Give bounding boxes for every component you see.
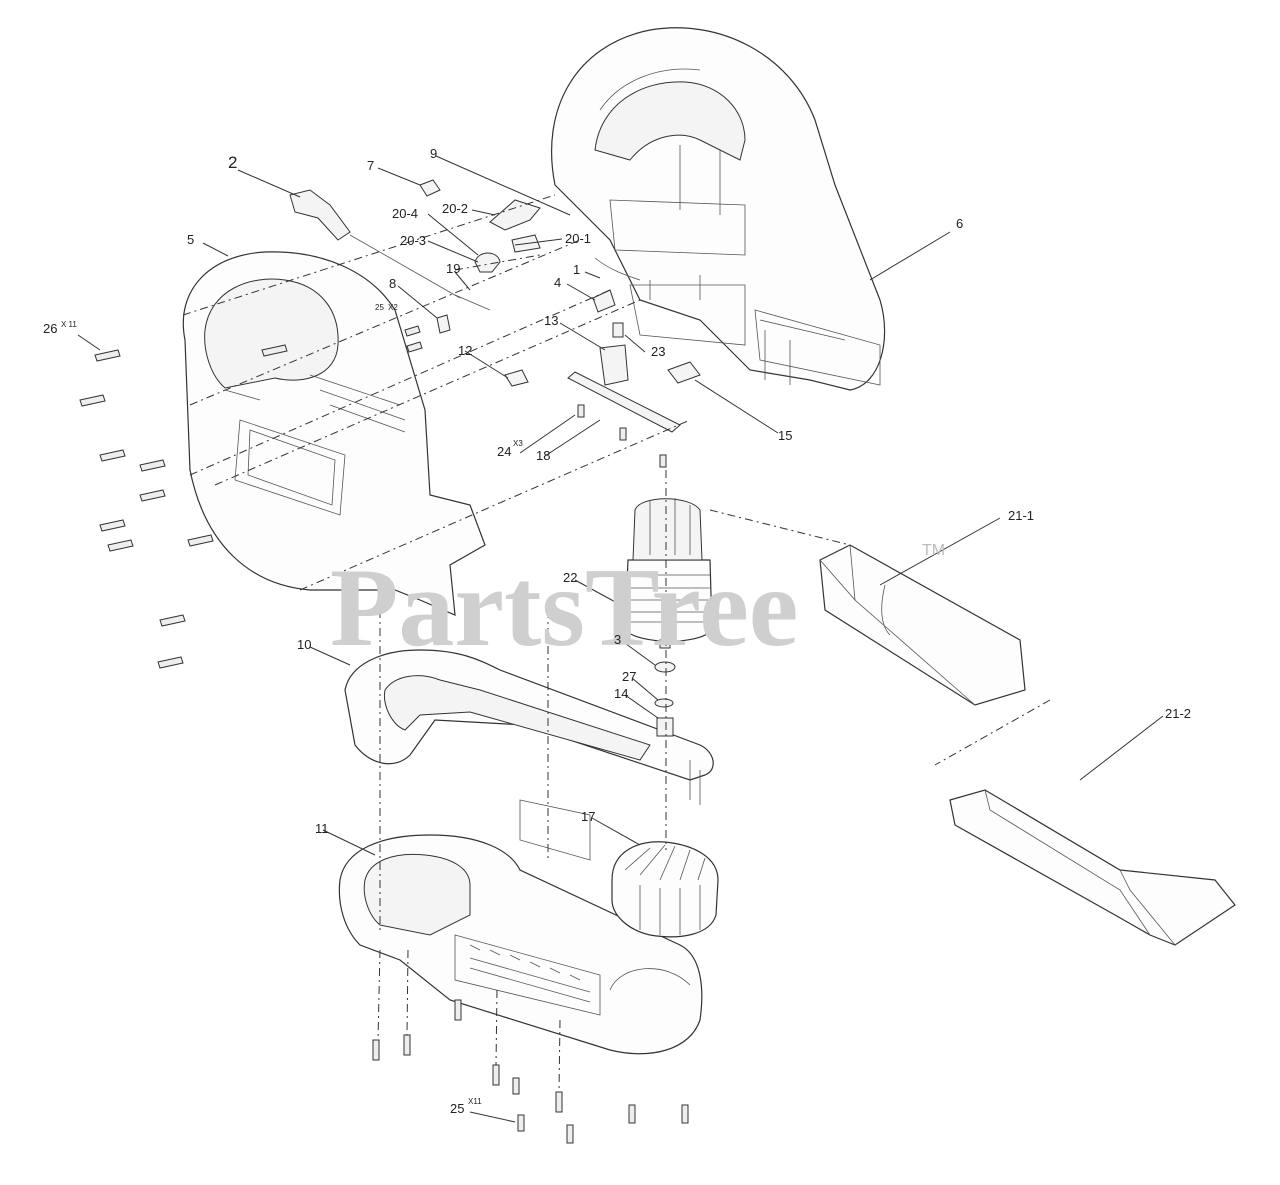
label-part-25-small: 25 bbox=[375, 303, 384, 312]
strain-relief-part-8 bbox=[436, 314, 451, 334]
label-part-21-2: 21-2 bbox=[1165, 706, 1191, 721]
label-part-19: 19 bbox=[446, 261, 460, 276]
label-part-14: 14 bbox=[614, 686, 628, 701]
clip-part-7 bbox=[419, 179, 441, 197]
label-part-1: 1 bbox=[573, 262, 580, 277]
brush-part-15 bbox=[667, 361, 701, 384]
label-part-22: 22 bbox=[563, 570, 577, 585]
label-part-23: 23 bbox=[651, 344, 665, 359]
label-part-25-qty: X11 bbox=[468, 1097, 482, 1106]
label-part-13: 13 bbox=[544, 313, 558, 328]
watermark-trademark: TM bbox=[922, 542, 945, 559]
holder-part-13 bbox=[599, 344, 629, 386]
nozzle-part-21-2 bbox=[949, 789, 1236, 946]
frame-part-10 bbox=[344, 649, 714, 861]
label-part-20-1: 20-1 bbox=[565, 231, 591, 246]
connector-part-12 bbox=[504, 369, 529, 387]
label-part-21-1: 21-1 bbox=[1008, 508, 1034, 523]
label-part-5: 5 bbox=[187, 232, 194, 247]
bracket-part-18 bbox=[567, 371, 681, 433]
base-part-11 bbox=[338, 834, 703, 1055]
label-part-9: 9 bbox=[430, 146, 437, 161]
label-part-24-qty: X3 bbox=[513, 439, 523, 448]
label-part-18: 18 bbox=[536, 448, 550, 463]
label-part-11: 11 bbox=[315, 821, 329, 836]
label-part-15: 15 bbox=[778, 428, 792, 443]
watermark-text: PartsTree bbox=[330, 546, 799, 670]
label-part-20-3: 20-3 bbox=[400, 233, 426, 248]
label-part-6: 6 bbox=[956, 216, 963, 231]
label-part-27: 27 bbox=[622, 669, 636, 684]
fan-part-17 bbox=[611, 841, 719, 938]
spring-part-23 bbox=[612, 322, 624, 338]
washer-part-27 bbox=[654, 698, 674, 708]
label-part-8: 8 bbox=[389, 276, 396, 291]
spacer-part-14 bbox=[656, 717, 674, 737]
motor-part-22 bbox=[624, 498, 713, 649]
switch-part-20-2 bbox=[489, 199, 541, 231]
label-part-12: 12 bbox=[458, 343, 472, 358]
label-part-10: 10 bbox=[297, 637, 311, 652]
label-part-7: 7 bbox=[367, 158, 374, 173]
wire-part-1 bbox=[594, 257, 641, 281]
label-part-17: 17 bbox=[581, 809, 595, 824]
label-part-20-4: 20-4 bbox=[392, 206, 418, 221]
plug-part-2 bbox=[289, 189, 461, 299]
label-part-20-2: 20-2 bbox=[442, 201, 468, 216]
screws-part-26 bbox=[79, 325, 423, 669]
washer-part-3 bbox=[654, 661, 676, 673]
label-part-24: 24 bbox=[497, 444, 511, 459]
button-part-20-3 bbox=[474, 252, 501, 273]
tube-part-21-1 bbox=[819, 544, 1026, 706]
label-part-2: 2 bbox=[228, 153, 237, 172]
clamp-part-4 bbox=[592, 289, 616, 313]
cord-part-19 bbox=[454, 294, 491, 311]
label-part-25: 25 bbox=[450, 1101, 464, 1116]
label-part-3: 3 bbox=[614, 632, 621, 647]
housing-half-part-6 bbox=[551, 27, 886, 391]
leader-lines bbox=[77, 155, 1164, 1123]
screws-part-25 bbox=[372, 404, 689, 1144]
label-part-25-small-qty: X2 bbox=[388, 303, 398, 312]
label-part-26-qty: X 11 bbox=[61, 320, 77, 329]
label-part-26: 26 bbox=[43, 321, 57, 336]
label-part-4: 4 bbox=[554, 275, 561, 290]
